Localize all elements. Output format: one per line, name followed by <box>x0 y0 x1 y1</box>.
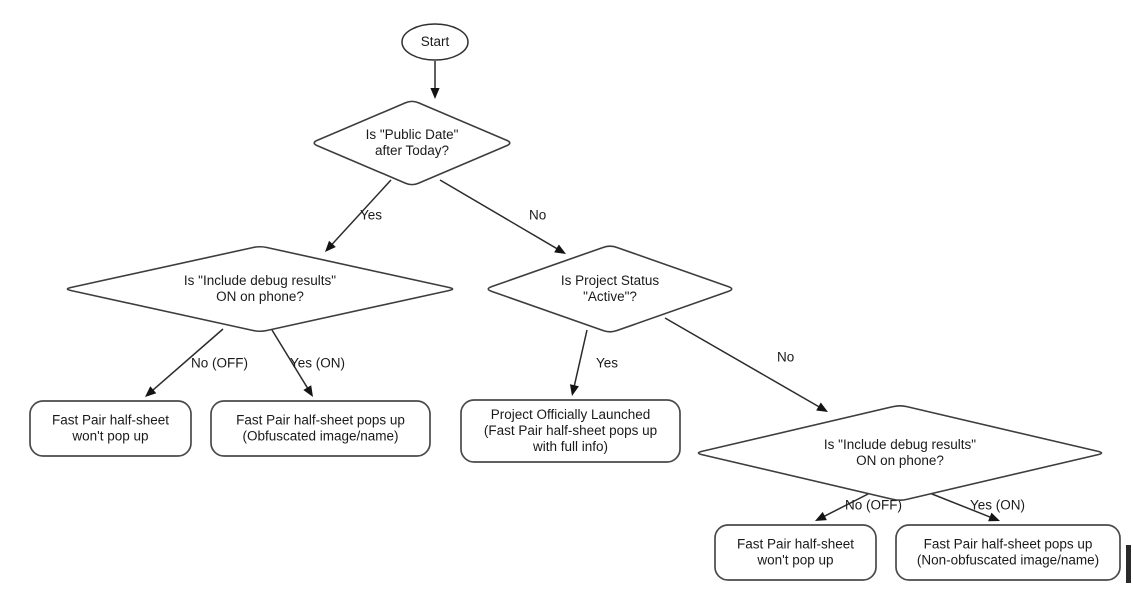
edge-label-debug-left-no-off: No (OFF) <box>191 356 248 371</box>
edge-line <box>330 179 392 246</box>
decision-diamond[interactable] <box>697 404 1103 502</box>
edge-arrowhead <box>988 512 1000 522</box>
edge-line <box>271 329 309 390</box>
edge-label-public-date-no: No <box>529 208 546 223</box>
edge-start-to-public-date <box>430 61 440 99</box>
edge-line <box>573 329 588 388</box>
node-project-status-decision[interactable]: Is Project Status"Active"? <box>487 245 733 333</box>
terminal-box[interactable] <box>714 524 877 581</box>
edge-public-date-no: No <box>439 179 566 254</box>
node-label-project-status-decision: Is Project Status"Active"? <box>561 273 660 304</box>
edge-project-status-no: No <box>664 317 828 412</box>
decision-diamond[interactable] <box>487 245 733 333</box>
edge-label-debug-right-no-off: No (OFF) <box>845 498 902 513</box>
node-label-public-date-decision: Is "Public Date"after Today? <box>366 127 459 158</box>
edge-label-project-status-no: No <box>777 350 794 365</box>
edge-public-date-yes: Yes <box>325 179 392 252</box>
node-debug-results-decision-right[interactable]: Is "Include debug results"ON on phone? <box>697 404 1103 502</box>
node-outcome-non-obfuscated[interactable]: Fast Pair half-sheet pops up(Non-obfusca… <box>895 524 1121 581</box>
nodes-layer: Start Is "Public Date"after Today? Is "Inc… <box>29 23 1121 581</box>
artifact-right-edge-mark <box>1126 545 1131 583</box>
node-debug-results-decision-left[interactable]: Is "Include debug results"ON on phone? <box>66 245 454 333</box>
node-start[interactable]: Start <box>401 23 469 61</box>
edge-arrowhead <box>816 402 828 412</box>
edge-arrowhead <box>554 244 566 254</box>
edge-label-debug-left-yes-on: Yes (ON) <box>290 356 345 371</box>
edge-debug-left-yes-on: Yes (ON) <box>271 329 345 397</box>
edge-line <box>664 317 821 409</box>
terminal-box[interactable] <box>460 399 681 463</box>
edge-arrowhead <box>430 88 440 99</box>
terminal-box[interactable] <box>29 400 192 457</box>
start-ellipse[interactable] <box>401 23 469 61</box>
edge-label-public-date-yes: Yes <box>360 208 382 223</box>
node-label-debug-results-decision-right: Is "Include debug results"ON on phone? <box>824 437 976 468</box>
edge-line <box>151 328 224 392</box>
edge-line <box>822 491 873 518</box>
node-outcome-obfuscated[interactable]: Fast Pair half-sheet pops up(Obfuscated … <box>210 400 431 457</box>
node-label-outcome-non-obfuscated: Fast Pair half-sheet pops up(Non-obfusca… <box>917 536 1099 567</box>
edge-arrowhead <box>303 385 313 397</box>
edge-line <box>926 491 992 519</box>
node-label-outcome-officially-launched: Project Officially Launched(Fast Pair ha… <box>484 407 657 454</box>
node-label-outcome-obfuscated: Fast Pair half-sheet pops up(Obfuscated … <box>236 412 405 443</box>
edge-label-project-status-yes: Yes <box>596 356 618 371</box>
node-outcome-officially-launched[interactable]: Project Officially Launched(Fast Pair ha… <box>460 399 681 463</box>
edge-debug-left-no-off: No (OFF) <box>145 328 248 397</box>
edge-arrowhead <box>325 240 336 252</box>
edge-arrowhead <box>145 386 157 397</box>
edge-arrowhead <box>569 384 579 396</box>
edge-line <box>439 179 559 251</box>
edge-project-status-yes: Yes <box>569 329 618 396</box>
node-label-debug-results-decision-left: Is "Include debug results"ON on phone? <box>184 273 336 304</box>
edge-arrowhead <box>815 511 827 521</box>
edge-debug-right-yes-on: Yes (ON) <box>926 491 1025 522</box>
edge-debug-right-no-off: No (OFF) <box>815 491 902 521</box>
edge-label-debug-right-yes-on: Yes (ON) <box>970 498 1025 513</box>
node-public-date-decision[interactable]: Is "Public Date"after Today? <box>313 100 511 186</box>
terminal-box[interactable] <box>895 524 1121 581</box>
terminal-box[interactable] <box>210 400 431 457</box>
decision-diamond[interactable] <box>66 245 454 333</box>
artifacts-layer <box>1126 545 1131 583</box>
node-label-start: Start <box>421 34 450 49</box>
decision-diamond[interactable] <box>313 100 511 186</box>
